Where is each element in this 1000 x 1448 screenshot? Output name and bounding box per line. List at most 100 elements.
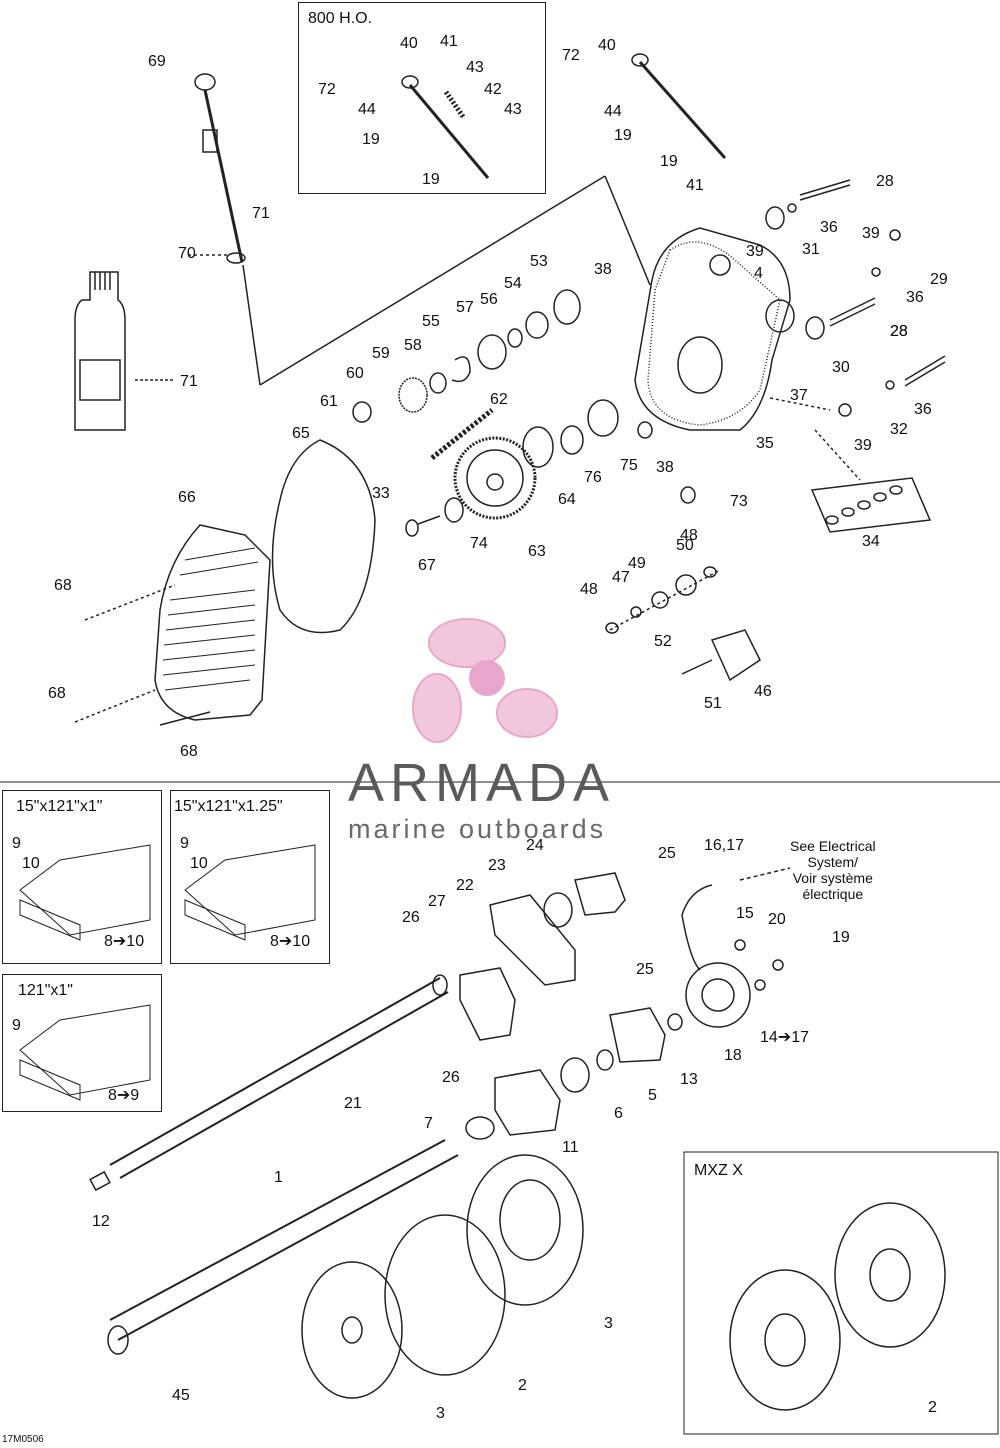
callout: 56 (480, 291, 498, 308)
electrical-note: See Electrical System/ Voir système élec… (790, 838, 876, 902)
callout: 44 (604, 103, 622, 120)
callout: 39 (854, 437, 872, 454)
callout: 39 (862, 225, 880, 242)
callout: 3 (436, 1405, 445, 1422)
callout: 13 (680, 1071, 698, 1088)
callout: 39 (746, 243, 764, 260)
callout: 9 (12, 835, 21, 852)
callout: 38 (594, 261, 612, 278)
callout: 33 (372, 485, 390, 502)
callout: 12 (92, 1213, 110, 1230)
callout: 20 (768, 911, 786, 928)
callout: 4 (754, 265, 763, 282)
callout: 18 (724, 1047, 742, 1064)
callout: 22 (456, 877, 474, 894)
callout: 42 (484, 81, 502, 98)
callout: 40 (400, 35, 418, 52)
callout: 26 (442, 1069, 460, 1086)
callout: 73 (730, 493, 748, 510)
callout: 29 (930, 271, 948, 288)
callout: 7 (424, 1115, 433, 1132)
callout: 53 (530, 253, 548, 270)
callout: 5 (648, 1087, 657, 1104)
callout: 58 (404, 337, 422, 354)
callout: 28 (876, 173, 894, 190)
callout: 43 (466, 59, 484, 76)
callout: 76 (584, 469, 602, 486)
callout: 70 (178, 245, 196, 262)
callout: 9 (180, 835, 189, 852)
callout: 63 (528, 543, 546, 560)
callout: 41 (686, 177, 704, 194)
callout: 59 (372, 345, 390, 362)
callout: 2 (518, 1377, 527, 1394)
callout: 23 (488, 857, 506, 874)
callout: 26 (402, 909, 420, 926)
callout: 32 (890, 421, 908, 438)
callout: 38 (656, 459, 674, 476)
callout: 47 (612, 569, 630, 586)
callout: 51 (704, 695, 722, 712)
callout: 44 (358, 101, 376, 118)
callout: 19 (362, 131, 380, 148)
callout: 67 (418, 557, 436, 574)
track-box-3 (2, 974, 162, 1112)
callout: 52 (654, 633, 672, 650)
callout: 6 (614, 1105, 623, 1122)
callout: 28 (890, 323, 908, 340)
callout: 24 (526, 837, 544, 854)
callout: 19 (422, 171, 440, 188)
image-code: 17M0506 (2, 1434, 44, 1445)
track-box-1-title: 15"x121"x1" (16, 798, 103, 815)
electrical-note-line: électrique (802, 886, 864, 902)
watermark-name: ARMADA (348, 753, 616, 813)
callout: 66 (178, 489, 196, 506)
callout: 36 (820, 219, 838, 236)
track-box-3-title: 121"x1" (18, 982, 73, 999)
electrical-note-line: System/ (807, 854, 859, 870)
track-box-2-title: 15"x121"x1.25" (174, 798, 283, 815)
callout: 68 (180, 743, 198, 760)
callout: 49 (628, 555, 646, 572)
callout: 28 (890, 323, 908, 340)
callout: 75 (620, 457, 638, 474)
callout: 2 (928, 1399, 937, 1416)
track-box-2 (170, 790, 330, 964)
callout: 68 (54, 577, 72, 594)
callout: 41 (440, 33, 458, 50)
callout: 46 (754, 683, 772, 700)
callout: 72 (562, 47, 580, 64)
callout: 3 (604, 1315, 613, 1332)
callout: 10 (190, 855, 208, 872)
callout: 37 (790, 387, 808, 404)
callout: 69 (148, 53, 166, 70)
callout: 45 (172, 1387, 190, 1404)
callout: 40 (598, 37, 616, 54)
callout: 55 (422, 313, 440, 330)
callout: 65 (292, 425, 310, 442)
callout: 71 (180, 373, 198, 390)
callout: 19 (832, 929, 850, 946)
callout: 11 (562, 1139, 579, 1156)
callout: 8➔10 (270, 933, 311, 950)
callout: 50 (676, 537, 694, 554)
callout: 62 (490, 391, 508, 408)
callout: 21 (344, 1095, 362, 1112)
callout: 57 (456, 299, 474, 316)
callout: 31 (802, 241, 820, 258)
callout: 36 (906, 289, 924, 306)
callout: 8➔10 (104, 933, 145, 950)
callout: 9 (12, 1017, 21, 1034)
callout: 25 (636, 961, 654, 978)
callout: 54 (504, 275, 522, 292)
callout: 43 (504, 101, 522, 118)
callout: 10 (22, 855, 40, 872)
watermark-tagline: marine outboards (348, 814, 607, 844)
top-detail-title: 800 H.O. (308, 10, 373, 27)
callout: 71 (252, 205, 270, 222)
electrical-note-line: See Electrical (790, 838, 876, 854)
callout: 15 (736, 905, 754, 922)
callout: 74 (470, 535, 488, 552)
